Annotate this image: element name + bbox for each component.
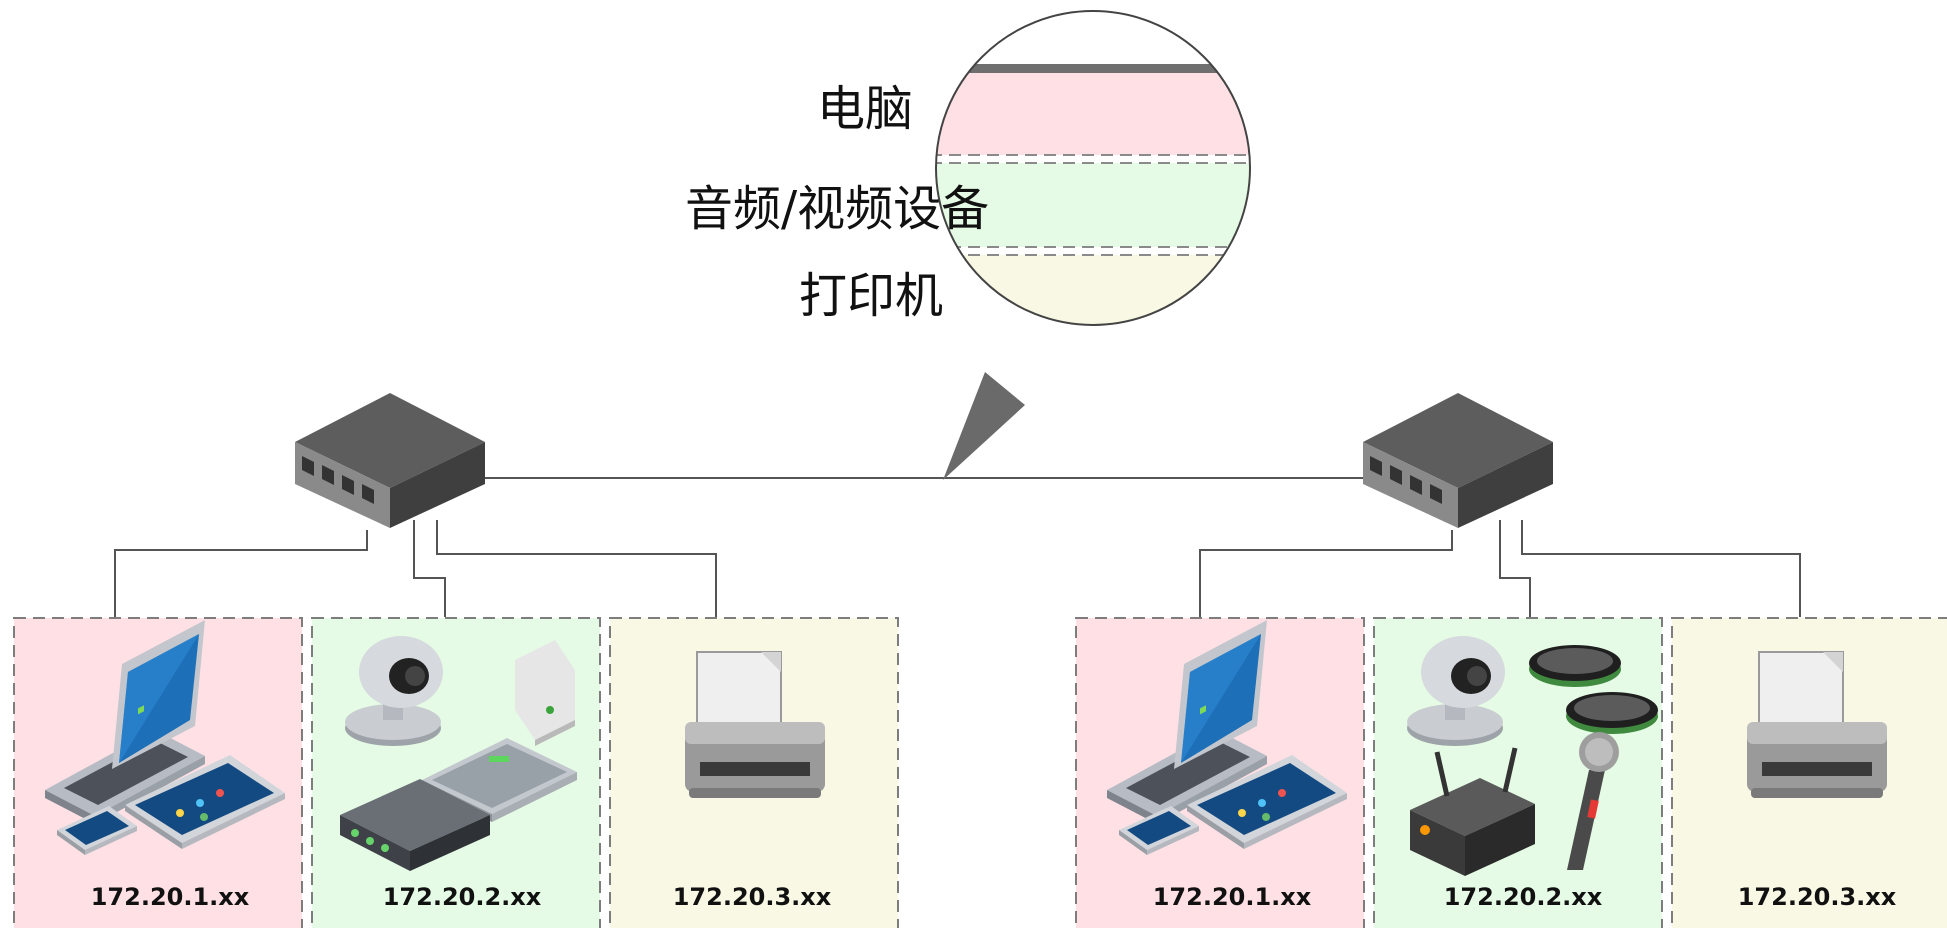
subnet-label: 172.20.1.xx bbox=[91, 883, 250, 911]
link-printers-site1 bbox=[436, 520, 717, 617]
site-2: 172.20.1.xx 172.20.2.xx 172.20.3.xx bbox=[1075, 617, 1947, 928]
legend-label-av: 音频/视频设备 bbox=[685, 181, 989, 237]
callout-pointer bbox=[943, 372, 1025, 480]
conference-speaker-icon bbox=[1529, 645, 1621, 687]
legend-callout: 电脑 音频/视频设备 打印机 bbox=[685, 10, 1251, 480]
link-computers-site1 bbox=[114, 530, 368, 617]
legend-swatch-computers bbox=[936, 73, 1250, 155]
subnet-label: 172.20.2.xx bbox=[1444, 883, 1603, 911]
network-switch-icon bbox=[1363, 393, 1553, 528]
legend-label-printers: 打印机 bbox=[799, 268, 943, 324]
link-av-site2 bbox=[1499, 520, 1531, 617]
link-computers-site2 bbox=[1199, 530, 1453, 617]
network-switch-icon bbox=[295, 393, 485, 528]
legend-label-computers: 电脑 bbox=[817, 81, 913, 137]
subnet-label: 172.20.3.xx bbox=[1738, 883, 1897, 911]
subnet-label: 172.20.3.xx bbox=[673, 883, 832, 911]
link-printers-site2 bbox=[1521, 520, 1801, 617]
network-links bbox=[114, 477, 1801, 617]
conference-speaker-icon bbox=[1566, 692, 1658, 734]
legend-swatch-printers bbox=[936, 255, 1250, 325]
link-av-site1 bbox=[413, 520, 446, 617]
legend-swatch-av bbox=[936, 163, 1250, 247]
subnet-label: 172.20.1.xx bbox=[1153, 883, 1312, 911]
subnet-label: 172.20.2.xx bbox=[383, 883, 542, 911]
site-1: 172.20.1.xx 172.20.2.xx 172.20.3.xx bbox=[13, 617, 899, 928]
